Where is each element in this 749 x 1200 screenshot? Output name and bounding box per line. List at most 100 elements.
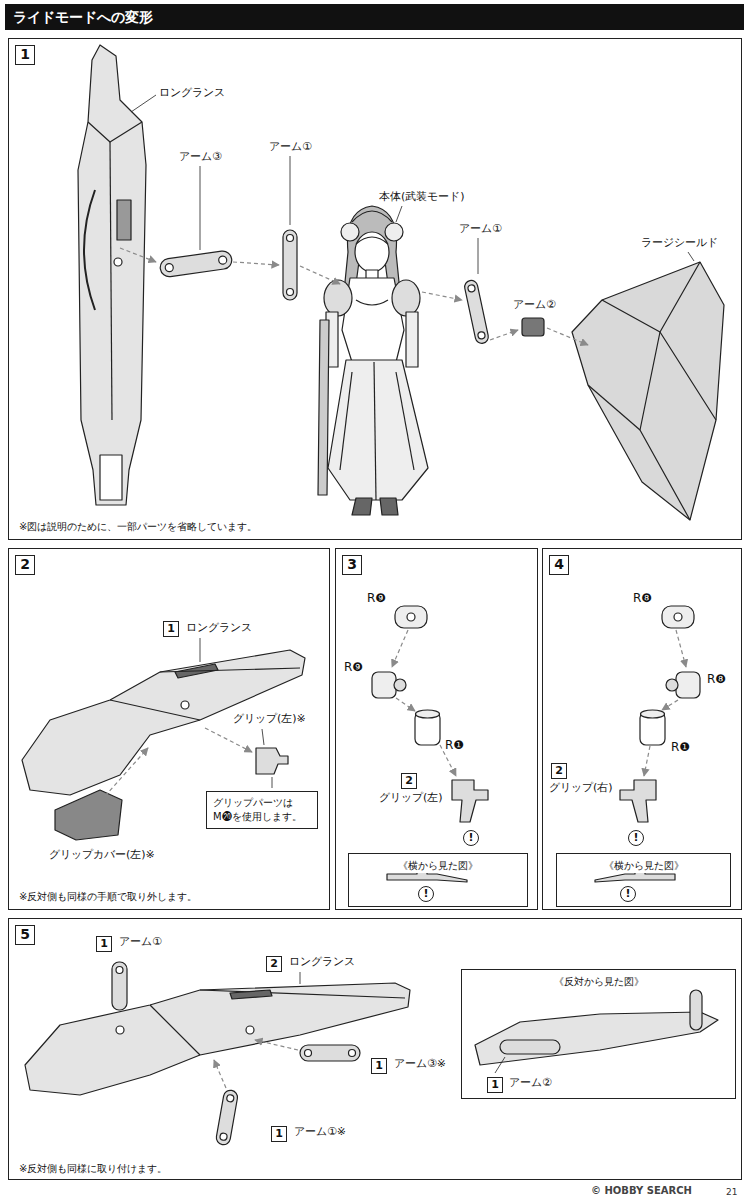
long-lance (78, 45, 146, 505)
move-arrow (205, 728, 252, 752)
step-number: 3 (342, 555, 362, 575)
figure-body (356, 300, 388, 305)
page-title: ライドモードへの変形 (5, 4, 744, 30)
leader-line (200, 638, 201, 662)
arm-part (522, 318, 544, 336)
long-lance (84, 190, 95, 310)
figure-body (352, 211, 392, 222)
figure-body (324, 280, 352, 316)
long-lance (246, 1026, 254, 1034)
long-lance (117, 200, 131, 240)
figure-body (380, 498, 398, 515)
part-number-box: 1 (271, 1126, 287, 1142)
arm-part (215, 1089, 238, 1146)
view-heading: 《横から見た図》 (396, 859, 480, 873)
figure-body (318, 320, 329, 495)
arm-part (159, 250, 233, 278)
long-lance (25, 983, 410, 1095)
small-part (595, 606, 700, 882)
part-number: 1 (491, 1078, 499, 1092)
grip-part (55, 790, 122, 840)
leader-line (131, 95, 694, 274)
step-panel: 51211《反対から見た図》1 (8, 918, 742, 1180)
long-lance (230, 990, 272, 999)
part-number-box: 2 (266, 956, 282, 972)
small-part (620, 780, 656, 822)
leader-line (478, 238, 479, 274)
large-shield (588, 385, 640, 430)
part-name: アーム② (512, 298, 557, 312)
leader-line (688, 252, 694, 261)
part-name: アーム① (118, 935, 163, 949)
arm-part (690, 990, 702, 1030)
attention-mark: ! (418, 886, 434, 902)
arm-part (300, 1045, 360, 1061)
figure-body (385, 223, 403, 241)
small-part (372, 672, 396, 698)
long-lance (78, 45, 146, 505)
part-number: 1 (275, 1127, 283, 1141)
long-lance (160, 668, 300, 672)
arm-part (116, 967, 123, 974)
part-number: 1 (167, 622, 175, 636)
long-lance (200, 990, 405, 998)
leader-line (262, 729, 264, 745)
detail-view-box: 《横から見た図》 (348, 853, 528, 907)
part-number: 2 (405, 774, 413, 788)
arm-part (287, 235, 294, 242)
page-number: 21 (725, 1185, 738, 1199)
part-number-box: 1 (96, 936, 112, 952)
part-name: ロングランス (185, 621, 253, 635)
arm-part (112, 962, 718, 1146)
arm-part (467, 284, 475, 292)
part-number: 2 (270, 957, 278, 971)
figure-body (392, 280, 420, 316)
move-arrow (300, 266, 340, 284)
small-part (407, 613, 415, 621)
arm-part (463, 279, 489, 344)
part-number: 1 (100, 937, 108, 951)
arm-part (463, 279, 489, 344)
part-code: R❽ (632, 591, 653, 605)
figure-body (396, 372, 414, 470)
part-number-box: 2 (551, 763, 567, 779)
small-part (641, 710, 665, 718)
arm-part (218, 256, 227, 265)
long-lance (110, 700, 200, 720)
note-text: ※反対側も同様に取り付けます。 (18, 1162, 168, 1176)
part-name: ラージシールド (640, 236, 719, 250)
part-name: アーム③※ (393, 1057, 447, 1071)
part-name: ロングランス (288, 955, 356, 969)
part-code: R❶ (670, 740, 691, 754)
arm-part (112, 962, 127, 1010)
long-lance (150, 1005, 200, 1055)
small-part (666, 679, 678, 691)
leader-line (290, 156, 291, 225)
step-number: 1 (15, 45, 35, 65)
part-name: 本体(武装モード) (378, 190, 466, 204)
arm-part (305, 1050, 312, 1057)
move-arrow (676, 630, 686, 667)
attention-mark: ! (463, 830, 479, 846)
part-number: 1 (375, 1059, 383, 1073)
part-number: 2 (555, 764, 563, 778)
detail-view-box: 《反対から見た図》1 (461, 969, 736, 1099)
large-shield (640, 262, 700, 520)
arm-part (477, 331, 485, 339)
part-number-box: 1 (163, 621, 179, 637)
move-arrow (105, 248, 686, 1088)
leader-line (396, 206, 402, 222)
part-name: ロングランス (158, 86, 226, 100)
title-bar: ライドモードへの変形 (5, 4, 744, 30)
view-heading: 《横から見た図》 (602, 859, 686, 873)
part-name: アーム① (268, 140, 313, 154)
arm-part (475, 1012, 718, 1065)
part-name: グリップ(左) (378, 791, 444, 805)
grip-part (256, 748, 288, 774)
figure-body (406, 312, 418, 367)
small-part (662, 606, 694, 628)
small-part (394, 679, 406, 691)
watermark: © HOBBY SEARCH (590, 1184, 693, 1198)
part-name: アーム③ (178, 150, 223, 164)
